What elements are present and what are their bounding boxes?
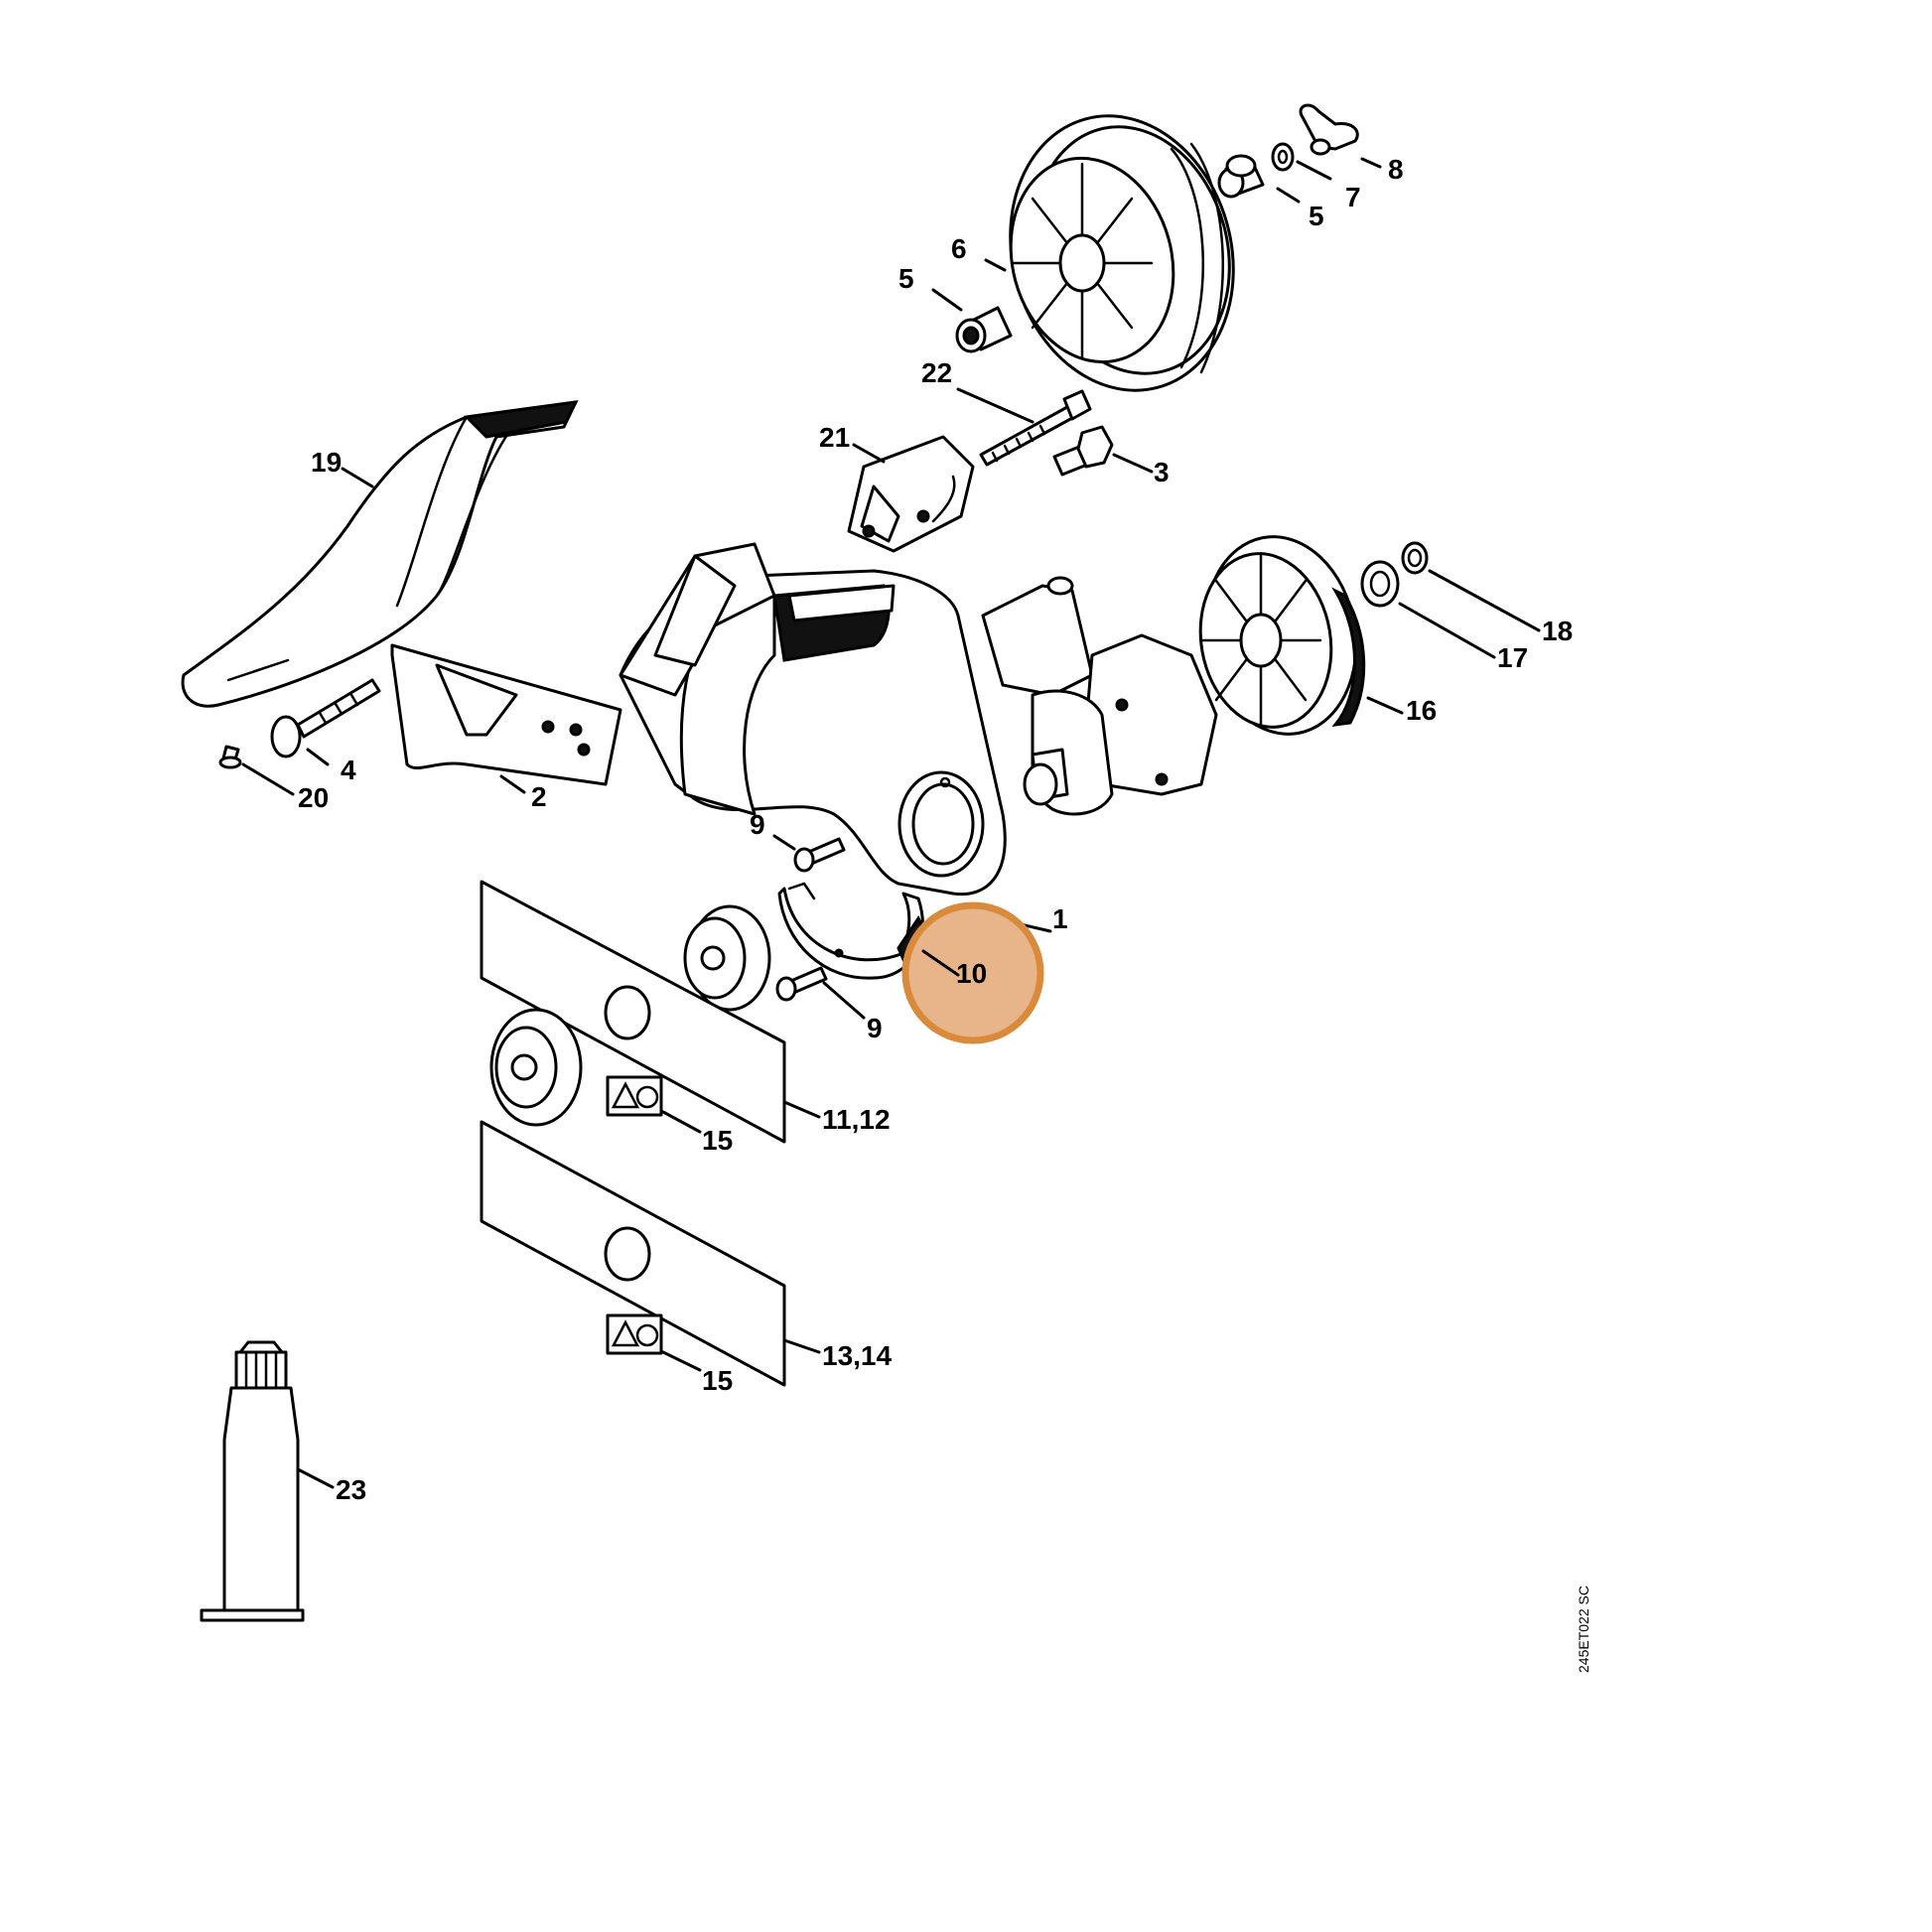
carriage-bolt[interactable] (270, 678, 381, 759)
callout-13-14[interactable]: 13,14 (822, 1340, 892, 1371)
circlip[interactable] (1401, 541, 1429, 575)
large-wheel[interactable] (981, 90, 1264, 415)
bushing-right[interactable] (1217, 154, 1265, 199)
thrust-collar[interactable] (683, 904, 771, 1012)
bushing-left[interactable] (955, 306, 1013, 353)
bracket-plate[interactable] (390, 643, 622, 786)
callout-5-left[interactable]: 5 (898, 263, 914, 294)
callout-7[interactable]: 7 (1345, 182, 1361, 212)
callout-10[interactable]: 10 (956, 958, 987, 989)
callout-16[interactable]: 16 (1406, 695, 1437, 726)
callout-labels: 1 2 3 4 5 5 6 7 8 9 9 10 11,12 13,14 15 … (298, 154, 1573, 1505)
blade-washer[interactable] (489, 1008, 583, 1127)
small-wheel[interactable] (1187, 524, 1372, 746)
callout-20[interactable]: 20 (298, 782, 329, 813)
callout-19[interactable]: 19 (311, 447, 342, 478)
grease-tube[interactable] (200, 1340, 305, 1622)
screw-lower[interactable] (775, 966, 828, 1002)
callout-2[interactable]: 2 (531, 781, 547, 812)
long-bolt[interactable] (979, 389, 1092, 467)
callout-9-lower[interactable]: 9 (867, 1013, 883, 1043)
gear-housing[interactable] (619, 542, 1007, 897)
callout-3[interactable]: 3 (1154, 457, 1170, 487)
drawing-reference-code: 245ET022 SC (1576, 1586, 1591, 1673)
warning-label-lower (606, 1313, 663, 1355)
leader-lines (241, 157, 1541, 1489)
callout-5-right[interactable]: 5 (1309, 201, 1324, 231)
callout-9-upper[interactable]: 9 (750, 809, 765, 840)
highlight-circle (901, 901, 1044, 1044)
callout-18[interactable]: 18 (1542, 616, 1573, 646)
callout-23[interactable]: 23 (336, 1474, 366, 1505)
deflector[interactable] (181, 400, 579, 708)
callout-1[interactable]: 1 (1052, 903, 1068, 934)
callout-15-lower[interactable]: 15 (702, 1365, 733, 1396)
warning-label-upper (606, 1075, 663, 1117)
callout-21[interactable]: 21 (819, 422, 850, 453)
gearbox[interactable] (981, 576, 1218, 816)
callout-6[interactable]: 6 (951, 233, 967, 264)
flat-washer[interactable] (1360, 560, 1400, 608)
rivet[interactable] (218, 745, 242, 769)
callout-11-12[interactable]: 11,12 (822, 1104, 891, 1135)
bracket-block[interactable] (847, 435, 975, 553)
washer[interactable] (1271, 142, 1295, 172)
screw-upper[interactable] (793, 837, 846, 873)
hex-screw[interactable] (1052, 425, 1114, 477)
callout-8[interactable]: 8 (1388, 154, 1404, 185)
blade-lower[interactable] (480, 1120, 786, 1387)
callout-4[interactable]: 4 (341, 755, 356, 785)
callout-15-upper[interactable]: 15 (702, 1125, 733, 1156)
wing-nut[interactable] (1299, 103, 1359, 156)
callout-17[interactable]: 17 (1497, 642, 1528, 673)
blade-upper[interactable] (480, 880, 786, 1144)
callout-22[interactable]: 22 (921, 357, 952, 388)
